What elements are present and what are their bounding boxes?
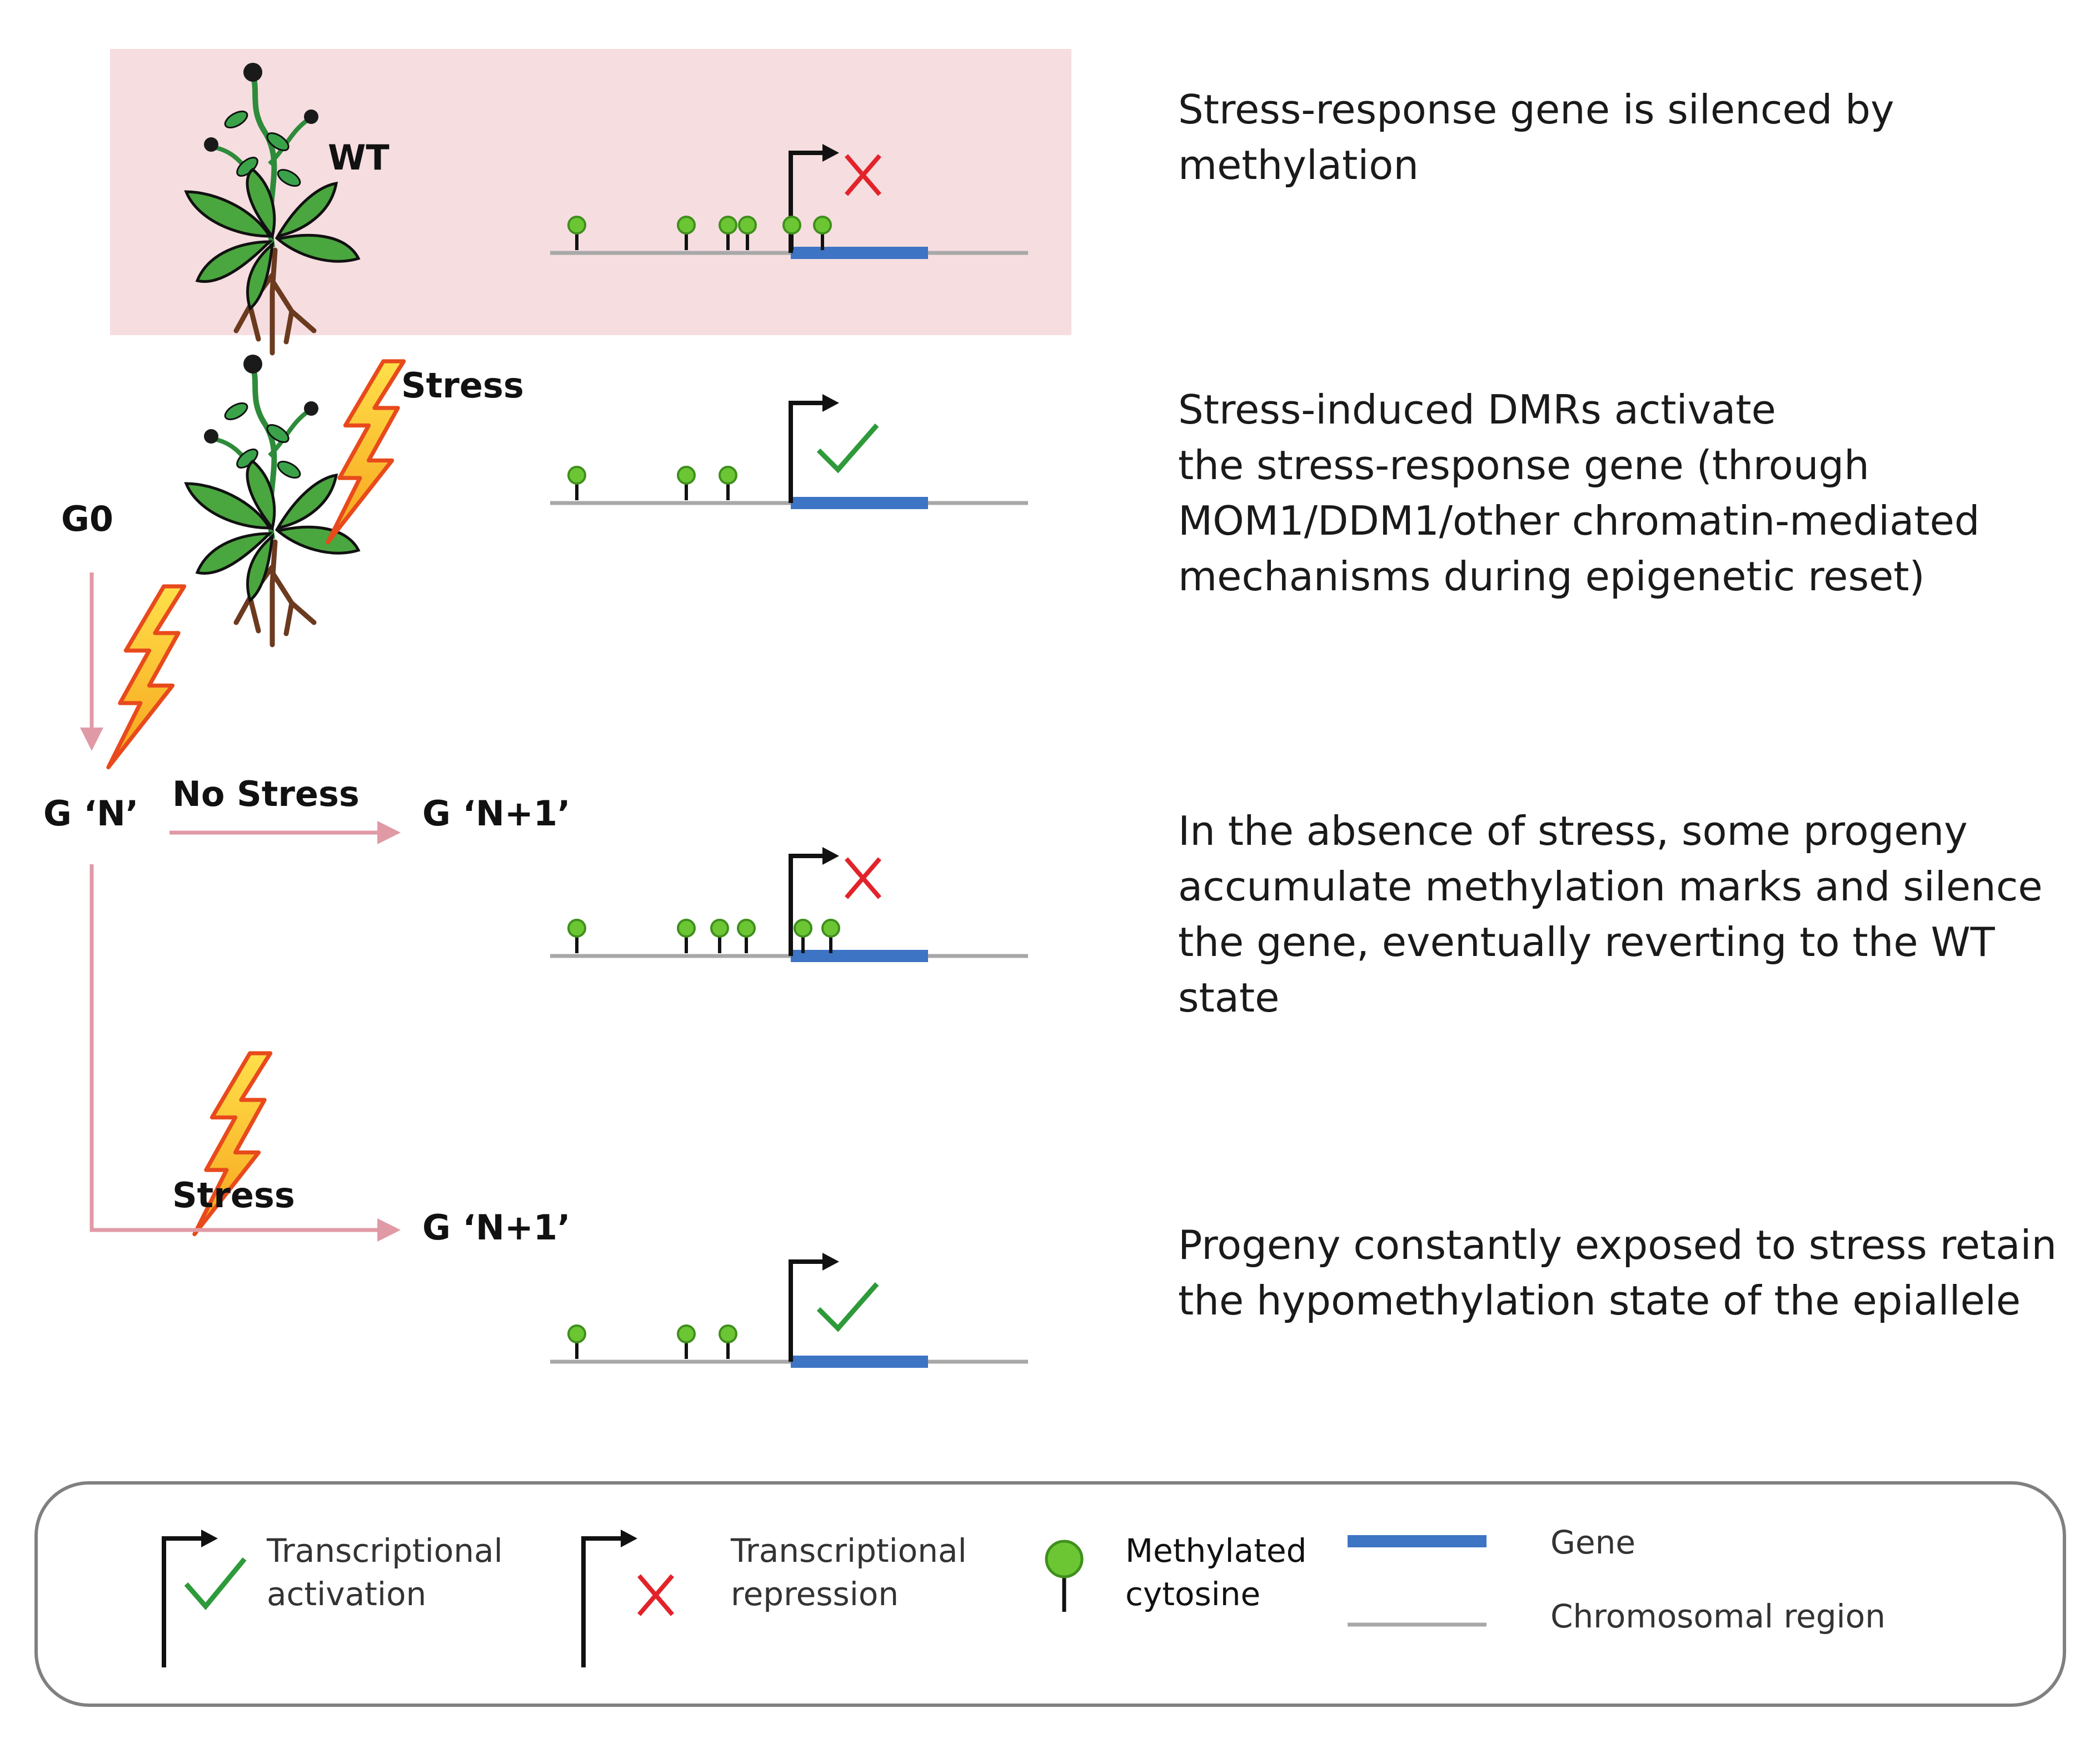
methyl-mark-icon — [737, 919, 756, 938]
methyl-mark-icon — [677, 466, 696, 485]
description-row2-line: Stress-induced DMRs activate — [1178, 386, 1776, 433]
locus-g0 — [550, 394, 1028, 509]
description-row3-line: state — [1178, 974, 1279, 1021]
label-gn1-no-stress: G ‘N+1’ — [422, 793, 571, 834]
description-row2-line: mechanisms during epigenetic reset) — [1178, 553, 1925, 600]
label-gn1-stress: G ‘N+1’ — [422, 1207, 571, 1248]
legend-activation-arrow-icon — [162, 1536, 203, 1667]
methyl-mark-icon — [813, 216, 832, 235]
locus-stress — [550, 1253, 1028, 1368]
promoter-arrowhead-icon — [822, 394, 839, 412]
legend-chromosome-label: Chromosomal region — [1550, 1597, 1885, 1635]
methyl-mark-icon — [567, 466, 586, 485]
lightning-g0-arrow-icon — [108, 586, 184, 768]
methyl-mark-icon — [567, 1324, 586, 1343]
promoter-arrowhead-icon — [822, 144, 839, 162]
lightning-stress-top-icon — [328, 361, 404, 542]
label-wt: WT — [328, 137, 390, 178]
description-row2-line: the stress-response gene (through — [1178, 442, 1869, 489]
methyl-mark-icon — [677, 1324, 696, 1343]
methyl-mark-icon — [567, 216, 586, 235]
promoter-arrow-icon — [789, 854, 824, 956]
legend-repression-line1: Transcriptional — [730, 1532, 967, 1570]
description-row4-line: the hypomethylation state of the epialle… — [1178, 1277, 2021, 1324]
description-row3-line: the gene, eventually reverting to the WT — [1178, 919, 1996, 965]
legend-chromosome: Chromosomal region — [1348, 1597, 1885, 1635]
legend-repression-line2: repression — [731, 1575, 899, 1613]
locus-no-stress — [550, 847, 1028, 962]
legend-repression: Transcriptional repression — [581, 1530, 967, 1667]
methyl-mark-icon — [782, 216, 801, 235]
promoter-arrowhead-icon — [822, 1253, 839, 1271]
description-row1-line: Stress-response gene is silenced by — [1178, 86, 1894, 133]
methyl-mark-icon — [719, 466, 737, 485]
methyl-mark-icon — [738, 216, 757, 235]
label-g0: G0 — [61, 499, 113, 539]
legend-methyl: Methylated cytosine — [1045, 1532, 1306, 1613]
promoter-arrowhead-icon — [822, 847, 839, 865]
legend-box — [34, 1481, 2066, 1707]
legend-repression-arrow-icon — [581, 1536, 622, 1667]
label-stress-bottom: Stress — [172, 1175, 295, 1216]
legend-gene: Gene — [1348, 1523, 1635, 1561]
activation-check-icon — [816, 1282, 879, 1332]
description-row1-line: methylation — [1178, 142, 1419, 188]
legend-repression-arrowhead-icon — [621, 1530, 637, 1547]
repression-cross-icon — [844, 857, 882, 899]
methyl-mark-icon — [794, 919, 812, 938]
legend-methyl-mark-icon — [1045, 1540, 1084, 1578]
arrow-stress-branch — [89, 864, 401, 1242]
legend-repression-cross-icon — [637, 1574, 675, 1616]
promoter-arrow-icon — [789, 401, 824, 503]
legend-activation-line2: activation — [267, 1575, 426, 1613]
description-row3-line: accumulate methylation marks and silence — [1178, 863, 2043, 910]
legend-activation: Transcriptional activation — [162, 1530, 503, 1667]
methyl-mark-icon — [677, 216, 696, 235]
methyl-mark-icon — [719, 216, 737, 235]
methyl-mark-icon — [719, 1324, 737, 1343]
methyl-mark-icon — [567, 919, 586, 938]
label-gn: G ‘N’ — [43, 793, 138, 834]
legend-methyl-line2: cytosine — [1125, 1575, 1260, 1613]
locus-wt — [550, 144, 1028, 259]
repression-cross-icon — [844, 154, 882, 196]
label-no-stress: No Stress — [172, 774, 360, 814]
promoter-arrow-icon — [789, 1259, 824, 1362]
loci-group — [550, 144, 1028, 1368]
methyl-mark-icon — [710, 919, 729, 938]
description-row2-line: MOM1/DDM1/other chromatin-mediated — [1178, 497, 1980, 544]
methyl-mark-icon — [677, 919, 696, 938]
legend-activation-check-icon — [184, 1557, 247, 1610]
methyl-mark-icon — [821, 919, 840, 938]
description-row3-line: In the absence of stress, some progeny — [1178, 808, 1968, 854]
label-stress-top: Stress — [401, 365, 524, 406]
legend-activation-line1: Transcriptional — [266, 1532, 503, 1570]
description-row4-line: Progeny constantly exposed to stress ret… — [1178, 1222, 2057, 1268]
descriptions-group: Stress-response gene is silenced by methy… — [1178, 86, 2057, 1324]
legend-gene-label: Gene — [1550, 1523, 1635, 1561]
legend-activation-arrowhead-icon — [201, 1530, 218, 1547]
legend-methyl-line1: Methylated — [1125, 1532, 1306, 1570]
activation-check-icon — [816, 424, 879, 474]
plant-g0-icon — [186, 355, 358, 645]
